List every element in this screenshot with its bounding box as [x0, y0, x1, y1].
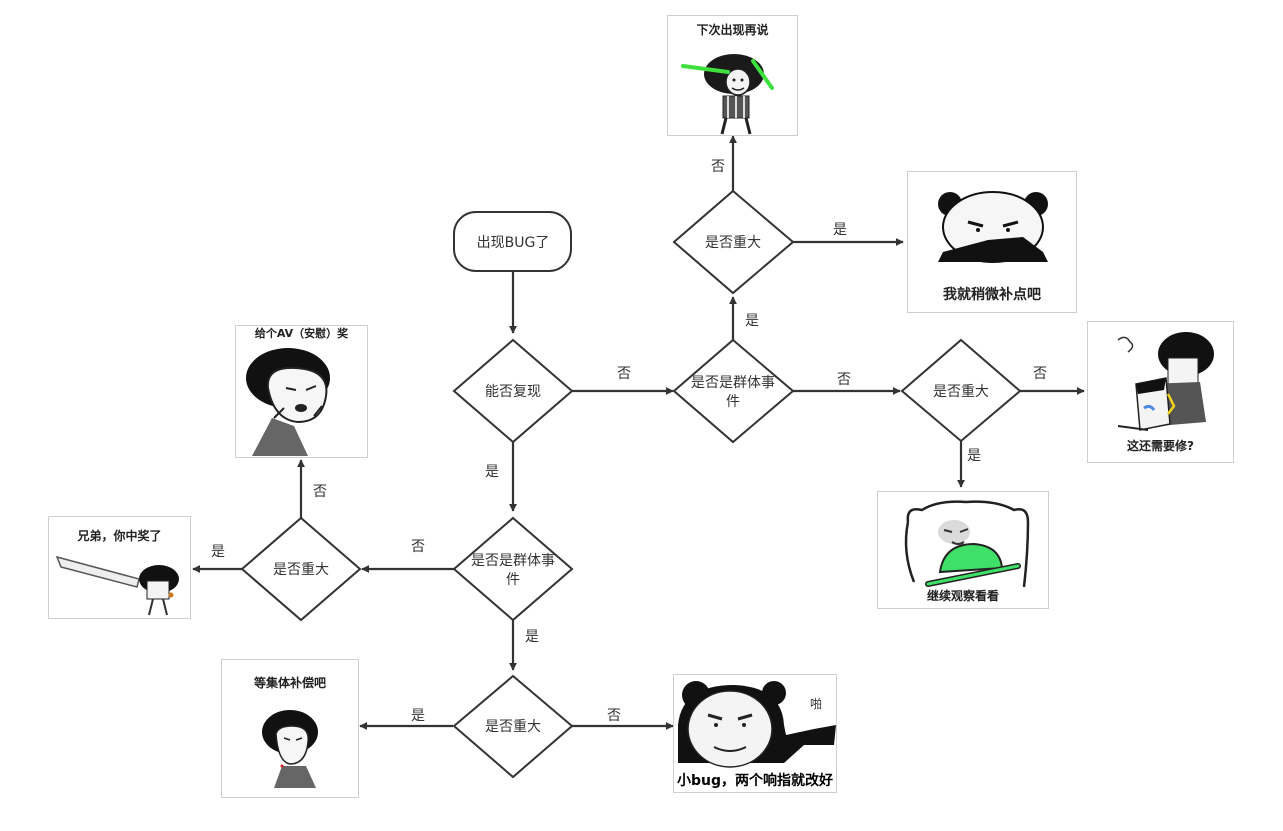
node-group-event-top-label-line1: 是否是群体事	[691, 375, 775, 391]
node-group-event-bottom-label-line1: 是否是群体事	[471, 553, 555, 569]
mushroom-head-sword-icon	[55, 555, 179, 616]
node-serious-bottom[interactable]: 是否重大	[452, 674, 574, 779]
outcome-keep-watching[interactable]: 继续观察看看	[877, 491, 1049, 609]
panda-face-icon	[938, 191, 1048, 263]
edge-label-serious-left-yes: 是	[211, 544, 225, 560]
edge-label-group-top-yes: 是	[745, 313, 759, 329]
node-group-event-bottom-label-line2: 件	[506, 572, 520, 588]
node-serious-right[interactable]: 是否重大	[900, 338, 1022, 443]
edge-label-reproducible-yes: 是	[485, 464, 499, 480]
edge-label-serious-bottom-no: 否	[607, 708, 621, 724]
node-serious-left[interactable]: 是否重大	[240, 516, 362, 622]
outcome-needs-fix[interactable]: 这还需要修?	[1087, 321, 1234, 463]
outcome-needs-fix-caption: 这还需要修?	[1127, 439, 1194, 453]
node-serious-right-label: 是否重大	[933, 384, 989, 400]
outcome-collective-comp-caption: 等集体补偿吧	[253, 676, 326, 690]
mushroom-head-cheeks-icon	[246, 348, 330, 456]
outcome-snap-fix-caption: 小bug，两个响指就改好	[676, 773, 833, 789]
node-group-event-top[interactable]: 是否是群体事 件	[672, 338, 795, 444]
outcome-small-fix[interactable]: 我就稍微补点吧	[907, 171, 1077, 313]
edge-label-serious-left-no: 否	[313, 484, 327, 500]
edge-label-serious-bottom-yes: 是	[411, 708, 425, 724]
node-reproducible[interactable]: 能否复现	[452, 338, 574, 444]
outcome-keep-watching-caption: 继续观察看看	[926, 589, 999, 603]
node-serious-bottom-label: 是否重大	[485, 719, 541, 735]
edge-label-group-top-no: 否	[837, 372, 851, 388]
outcome-next-time-caption: 下次出现再说	[696, 23, 769, 37]
node-group-event-top-label-line2: 件	[726, 394, 740, 410]
outcome-collective-comp[interactable]: 等集体补偿吧	[221, 659, 359, 798]
node-reproducible-label: 能否复现	[485, 383, 541, 400]
outcome-snap-fix[interactable]: 啪 小bug，两个响指就改好	[673, 674, 837, 793]
outcome-snap-fix-sound: 啪	[809, 697, 822, 711]
mushroom-head-pray-icon	[262, 710, 318, 788]
edge-label-group-bottom-no: 否	[411, 539, 425, 555]
edge-label-serious-top-no: 否	[711, 159, 725, 175]
node-serious-left-label: 是否重大	[273, 562, 329, 578]
node-serious-top[interactable]: 是否重大	[672, 189, 795, 295]
edge-label-serious-top-yes: 是	[833, 222, 847, 238]
edge-label-group-bottom-yes: 是	[525, 629, 539, 645]
outcome-comfort-award[interactable]: 给个AV（安慰）奖	[235, 325, 368, 458]
node-group-event-bottom[interactable]: 是否是群体事 件	[452, 516, 574, 622]
edge-label-serious-right-no: 否	[1033, 366, 1047, 382]
edge-label-reproducible-no: 否	[617, 366, 631, 382]
node-start-label: 出现BUG了	[477, 235, 550, 251]
mushroom-head-glowsticks-icon	[681, 54, 774, 135]
outcome-small-fix-caption: 我就稍微补点吧	[943, 287, 1041, 303]
outcome-jackpot[interactable]: 兄弟，你中奖了	[48, 516, 191, 619]
node-serious-top-label: 是否重大	[705, 235, 761, 251]
outcome-comfort-award-caption: 给个AV（安慰）奖	[254, 327, 349, 340]
outcome-next-time[interactable]: 下次出现再说	[667, 15, 798, 136]
node-start[interactable]: 出现BUG了	[453, 211, 572, 272]
panda-snap-icon	[678, 681, 836, 768]
bear-green-hat-icon	[904, 500, 1030, 588]
edge-label-serious-right-yes: 是	[967, 448, 981, 464]
mushroom-head-beating-icon	[1117, 332, 1214, 431]
outcome-jackpot-caption: 兄弟，你中奖了	[77, 529, 162, 543]
